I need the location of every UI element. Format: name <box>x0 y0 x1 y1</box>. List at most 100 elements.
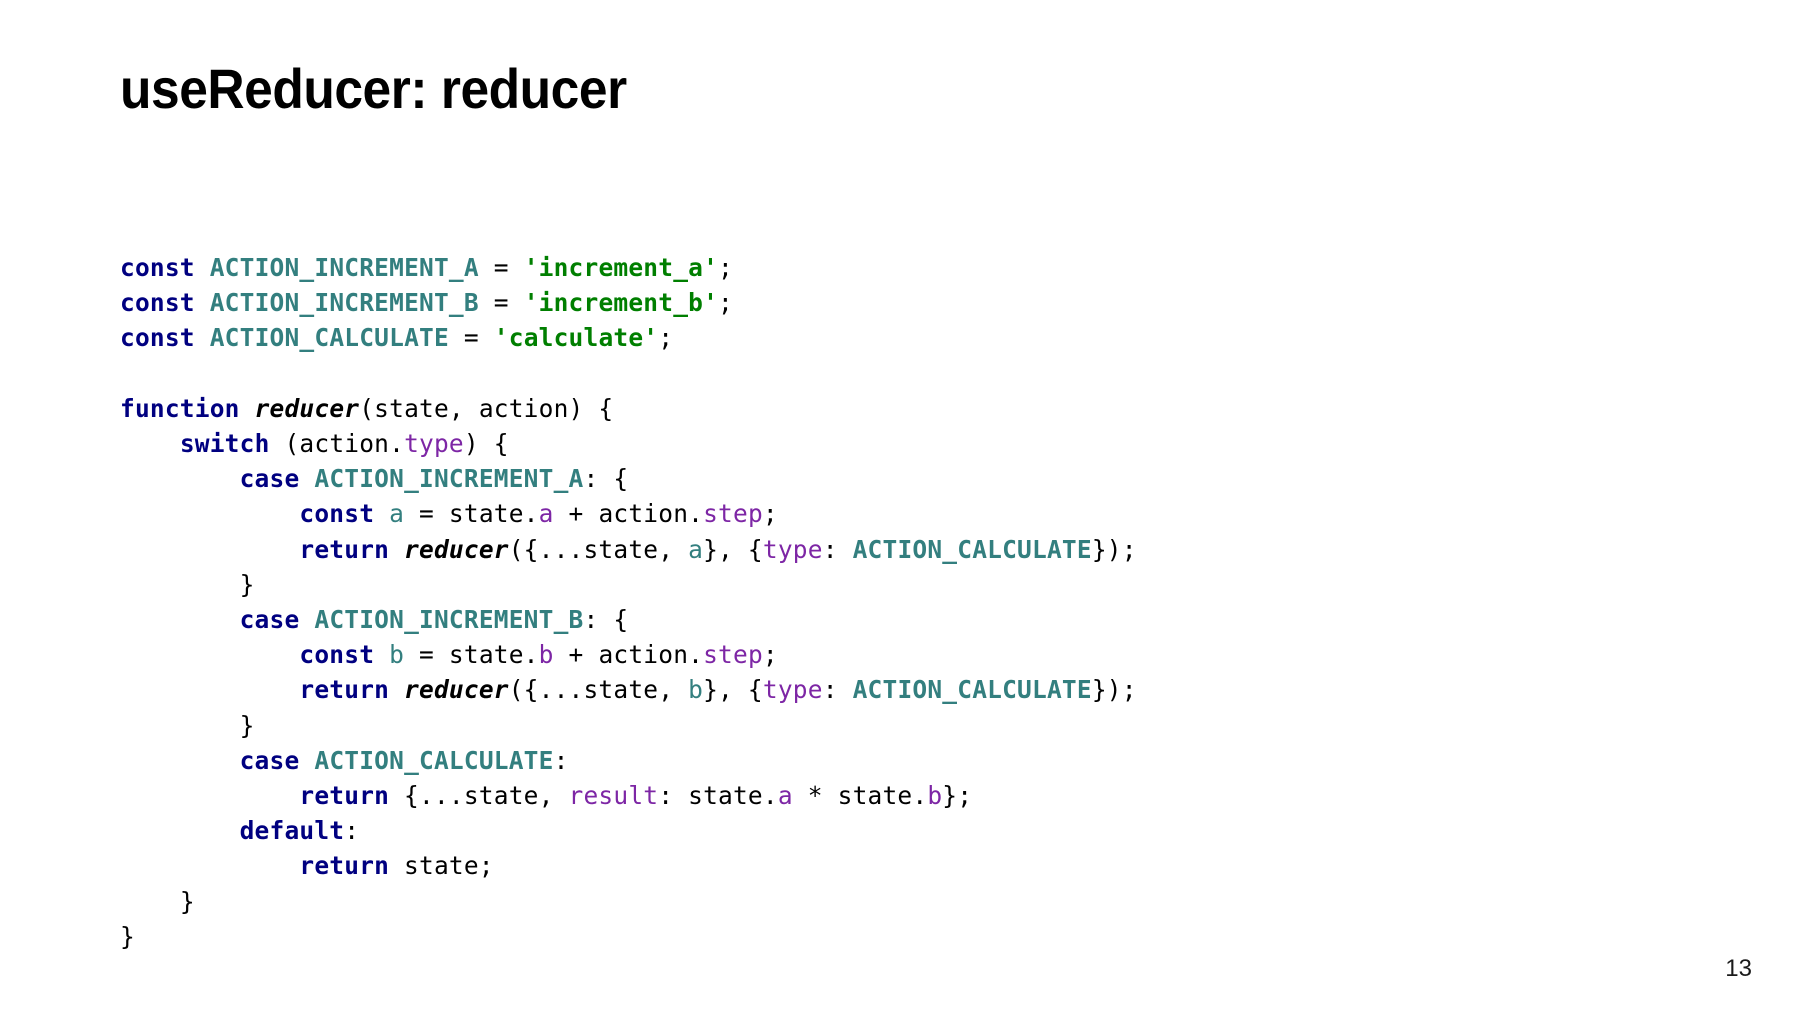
code-token-kw: return <box>299 675 390 705</box>
code-token-plain: ; <box>718 288 733 318</box>
code-token-plain <box>299 605 314 634</box>
code-token-plain: ; <box>718 253 733 282</box>
code-line: } <box>120 919 1137 954</box>
code-token-plain: }; <box>942 781 973 811</box>
code-line: } <box>120 884 1137 919</box>
code-token-var: a <box>688 534 704 564</box>
code-token-plain: : <box>822 534 853 564</box>
code-token-plain: }, { <box>703 534 763 564</box>
code-token-plain: }); <box>1091 534 1137 564</box>
code-token-kw: return <box>299 534 390 564</box>
code-token-fn: reducer <box>404 534 509 564</box>
code-token-prop: type <box>762 675 823 705</box>
code-token-str: 'calculate' <box>493 323 659 353</box>
code-token-plain <box>374 499 389 528</box>
code-token-str: 'increment_b' <box>523 288 719 318</box>
code-token-kw: return <box>299 851 390 881</box>
page-title: useReducer: reducer <box>120 57 627 120</box>
code-token-plain: ; <box>762 640 778 670</box>
code-token-plain: } <box>179 886 195 916</box>
code-token-var: b <box>389 640 405 670</box>
code-line: default: <box>120 813 1137 848</box>
code-token-prop: a <box>538 499 554 529</box>
code-token-prop: type <box>404 429 464 458</box>
code-token-plain: = <box>478 253 524 282</box>
code-token-plain: } <box>120 921 135 951</box>
code-token-plain <box>195 288 210 317</box>
code-token-prop: type <box>762 534 823 564</box>
code-line: const ACTION_CALCULATE = 'calculate'; <box>120 320 1137 355</box>
code-line: const ACTION_INCREMENT_B = 'increment_b'… <box>120 285 1137 320</box>
code-token-var: b <box>688 675 704 705</box>
code-token-plain <box>195 253 210 282</box>
code-token-plain <box>195 323 210 352</box>
code-token-plain: }, { <box>703 675 763 705</box>
code-indent <box>120 851 299 880</box>
code-token-plain: (state, action) { <box>359 393 614 423</box>
code-token-kw: case <box>239 605 300 635</box>
code-line: return reducer({...state, b}, {type: ACT… <box>120 672 1137 707</box>
code-token-plain <box>299 746 314 775</box>
code-token-plain: (action. <box>269 429 405 458</box>
code-token-plain: = <box>448 323 494 353</box>
code-line: case ACTION_CALCULATE: <box>120 743 1137 778</box>
code-indent <box>120 711 240 740</box>
code-indent <box>120 816 240 845</box>
code-token-plain: : <box>344 816 360 846</box>
code-token-plain: } <box>239 569 255 599</box>
code-indent <box>120 570 240 599</box>
page-number: 13 <box>1725 955 1752 982</box>
code-token-plain: ; <box>762 499 778 529</box>
code-block: const ACTION_INCREMENT_A = 'increment_a'… <box>120 250 1137 954</box>
code-token-fn: reducer <box>254 393 360 423</box>
code-line: return state; <box>120 848 1137 883</box>
code-token-kw: const <box>299 640 375 670</box>
code-token-plain: : { <box>583 605 629 635</box>
code-token-kw: const <box>120 323 195 353</box>
code-line: function reducer(state, action) { <box>120 391 1137 426</box>
code-token-plain: * state. <box>792 781 928 811</box>
code-token-prop: b <box>927 781 943 811</box>
code-token-const: ACTION_INCREMENT_A <box>314 464 584 494</box>
code-token-plain: : { <box>583 464 629 494</box>
code-token-plain: ({...state, <box>508 534 689 564</box>
code-token-str: 'increment_a' <box>523 253 719 282</box>
code-token-plain: : <box>822 675 853 705</box>
code-token-var: a <box>389 499 405 529</box>
code-token-plain <box>374 640 389 669</box>
code-line: } <box>120 567 1137 602</box>
code-indent <box>120 605 240 634</box>
code-indent <box>120 429 180 458</box>
code-line: case ACTION_INCREMENT_B: { <box>120 602 1137 637</box>
code-token-plain: : <box>553 745 569 775</box>
code-line: const b = state.b + action.step; <box>120 637 1137 672</box>
code-token-prop: a <box>777 781 793 811</box>
code-token-kw: return <box>299 781 390 811</box>
code-token-const: ACTION_INCREMENT_A <box>209 253 479 282</box>
code-token-plain: : state. <box>658 781 778 811</box>
code-token-prop: step <box>703 640 763 670</box>
code-token-plain: state; <box>389 851 494 881</box>
code-token-kw: const <box>120 253 195 282</box>
code-token-kw: default <box>239 816 345 846</box>
code-token-kw: switch <box>179 429 270 458</box>
code-token-kw: case <box>239 745 300 775</box>
code-token-prop: result <box>568 781 659 811</box>
code-token-const: ACTION_INCREMENT_B <box>314 605 584 635</box>
code-token-plain <box>240 394 255 423</box>
code-indent <box>120 746 240 775</box>
code-token-fn: reducer <box>404 675 509 705</box>
code-line: return {...state, result: state.a * stat… <box>120 778 1137 813</box>
code-token-const: ACTION_CALCULATE <box>209 323 449 353</box>
code-token-plain: ) { <box>463 429 509 458</box>
code-token-prop: b <box>538 640 554 670</box>
code-line: return reducer({...state, a}, {type: ACT… <box>120 532 1137 567</box>
code-indent <box>120 640 299 669</box>
code-token-kw: const <box>120 288 195 318</box>
code-line: const ACTION_INCREMENT_A = 'increment_a'… <box>120 250 1137 285</box>
code-token-plain: = state. <box>404 640 539 670</box>
code-token-plain: }); <box>1091 675 1137 705</box>
code-token-plain: = <box>478 288 524 318</box>
code-token-const: ACTION_CALCULATE <box>852 675 1092 705</box>
